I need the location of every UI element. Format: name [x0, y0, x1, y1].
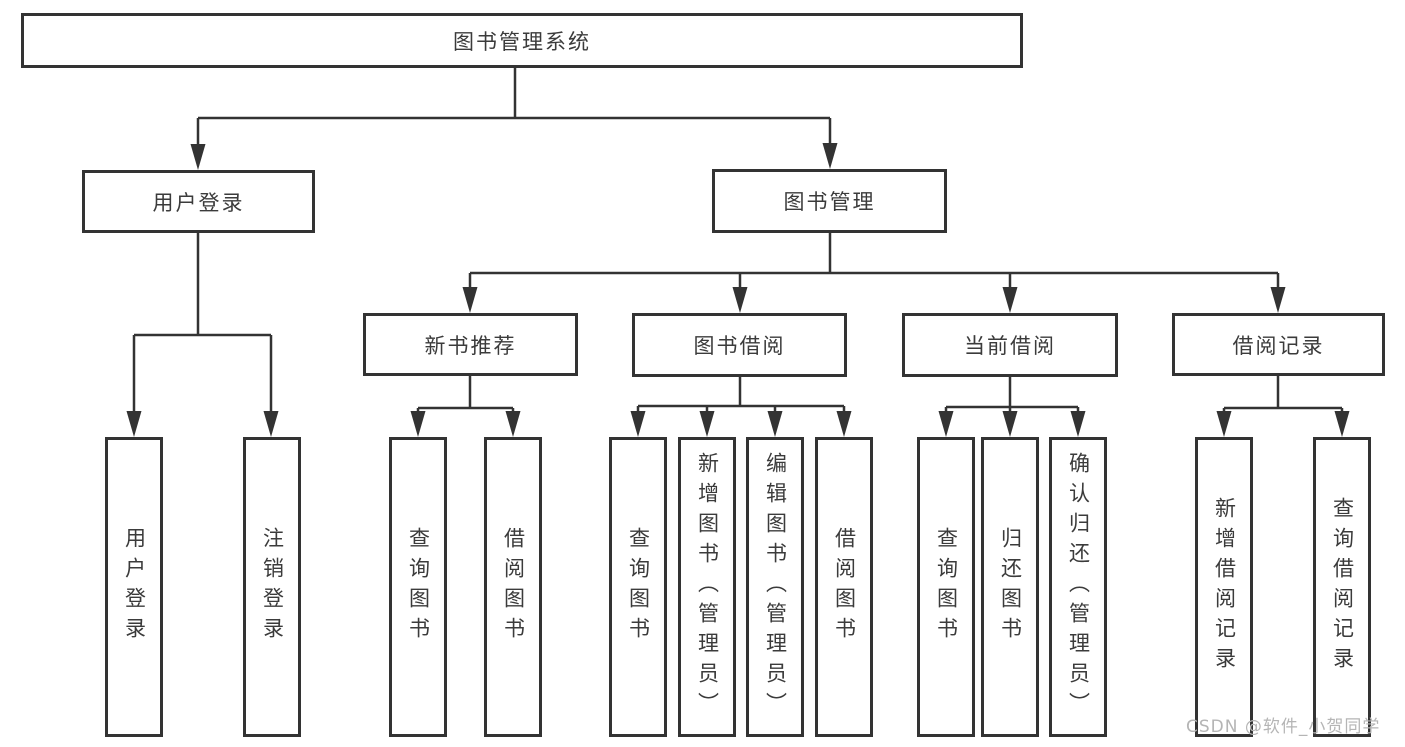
arrow-down-icon	[938, 411, 954, 437]
node-label: 归还图书	[998, 527, 1023, 647]
leaf-user-login: 用户登录	[105, 437, 163, 737]
leaf-edit-books-admin: 编辑图书（管理员）	[746, 437, 804, 737]
arrow-down-icon	[263, 411, 279, 437]
node-label: 查询图书	[934, 527, 959, 647]
node-label: 图书管理	[783, 190, 876, 214]
arrow-down-icon	[767, 411, 783, 437]
arrow-down-icon	[1002, 287, 1018, 313]
node-root: 图书管理系统	[21, 13, 1023, 68]
arrow-down-icon	[126, 411, 142, 437]
node-label: 图书借阅	[693, 334, 786, 358]
node-label: 借阅图书	[832, 527, 857, 647]
leaf-query-books-current: 查询图书	[917, 437, 975, 737]
arrow-down-icon	[732, 287, 748, 313]
node-current-borrow: 当前借阅	[902, 313, 1118, 377]
node-label: 新增借阅记录	[1212, 497, 1237, 677]
node-user-login: 用户登录	[82, 170, 315, 233]
node-label: 用户登录	[122, 527, 147, 647]
node-label: 借阅图书	[501, 527, 526, 647]
arrow-down-icon	[505, 411, 521, 437]
arrow-down-icon	[630, 411, 646, 437]
arrow-down-icon	[462, 287, 478, 313]
leaf-return-books: 归还图书	[981, 437, 1039, 737]
node-label: 新书推荐	[424, 333, 517, 358]
node-label: 查询借阅记录	[1330, 497, 1355, 677]
node-label: 借阅记录	[1232, 333, 1325, 358]
leaf-query-borrow-record: 查询借阅记录	[1313, 437, 1371, 737]
node-label: 用户登录	[152, 190, 245, 215]
arrow-down-icon	[699, 411, 715, 437]
node-borrow-record: 借阅记录	[1172, 313, 1385, 376]
arrow-down-icon	[1270, 287, 1286, 313]
arrow-down-icon	[410, 411, 426, 437]
node-label: 编辑图书（管理员）	[763, 452, 788, 722]
connector-user-login-split	[132, 233, 273, 415]
arrow-down-icon	[836, 411, 852, 437]
node-label: 注销登录	[260, 527, 285, 647]
node-book-borrow: 图书借阅	[632, 313, 847, 377]
connector-borrow-record-split	[1222, 376, 1344, 415]
arrow-down-icon	[822, 143, 838, 169]
arrow-down-icon	[1070, 411, 1086, 437]
leaf-add-books-admin: 新增图书（管理员）	[678, 437, 736, 737]
node-label: 确认归还（管理员）	[1066, 452, 1091, 722]
arrow-down-icon	[1002, 411, 1018, 437]
node-new-book-recommend: 新书推荐	[363, 313, 578, 376]
connector-current-borrow-split	[944, 377, 1080, 415]
arrowheads	[126, 143, 1350, 437]
arrow-down-icon	[1334, 411, 1350, 437]
arrow-down-icon	[1216, 411, 1232, 437]
connector-book-borrow-split	[636, 377, 846, 415]
node-label: 查询图书	[406, 527, 431, 647]
node-label: 新增图书（管理员）	[695, 452, 720, 722]
csdn-watermark: CSDN @软件_小贺同学	[1186, 717, 1381, 737]
connector-root-split	[196, 68, 832, 146]
leaf-logout: 注销登录	[243, 437, 301, 737]
leaf-query-books-borrow: 查询图书	[609, 437, 667, 737]
leaf-add-borrow-record: 新增借阅记录	[1195, 437, 1253, 737]
leaf-query-books-recommend: 查询图书	[389, 437, 447, 737]
node-label: 查询图书	[626, 527, 651, 647]
leaf-borrow-books: 借阅图书	[815, 437, 873, 737]
leaf-borrow-books-recommend: 借阅图书	[484, 437, 542, 737]
arrow-down-icon	[190, 144, 206, 170]
connector-book-mgmt-split	[468, 233, 1280, 291]
leaf-confirm-return-admin: 确认归还（管理员）	[1049, 437, 1107, 737]
connector-new-book-split	[416, 376, 515, 415]
node-label: 当前借阅	[964, 334, 1056, 358]
node-label: 图书管理系统	[453, 29, 591, 54]
node-book-management: 图书管理	[712, 169, 947, 233]
